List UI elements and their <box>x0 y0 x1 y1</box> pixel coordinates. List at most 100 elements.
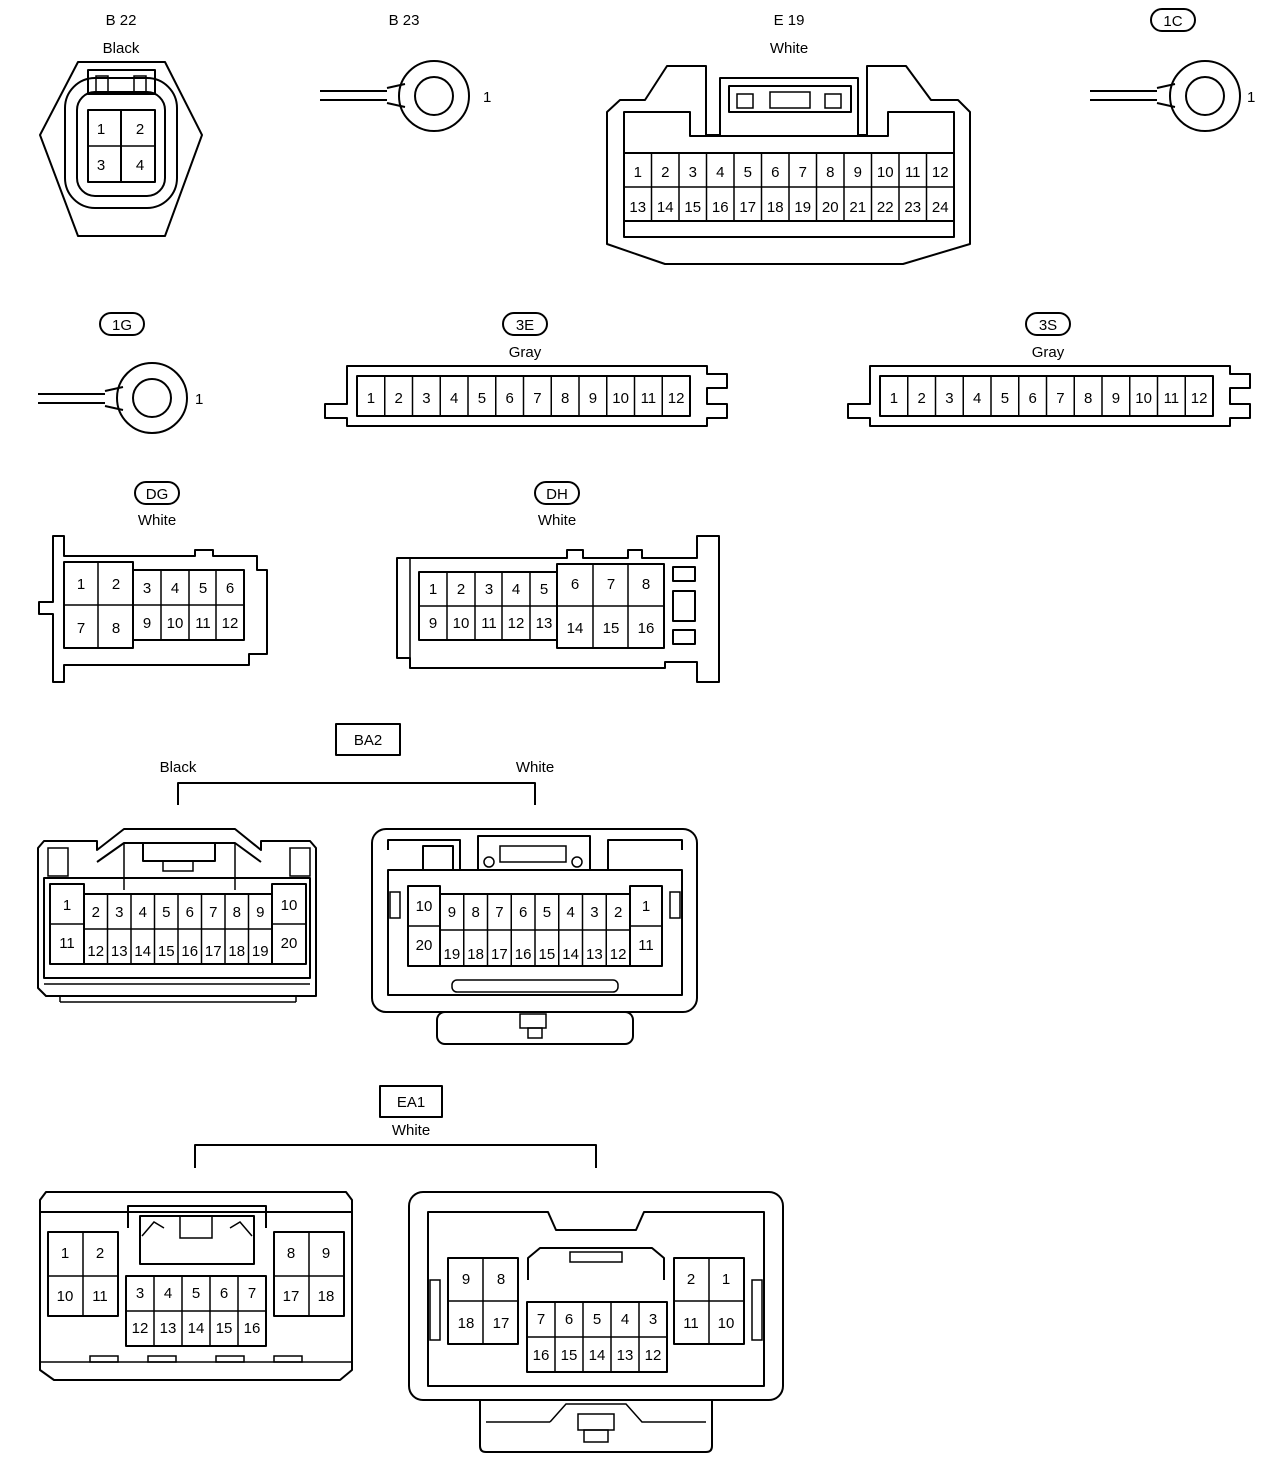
pin-label: 13 <box>629 199 646 216</box>
connector-ba2-right-color: White <box>516 759 554 776</box>
pin-label: 19 <box>252 943 269 960</box>
pin-label: 5 <box>543 904 551 921</box>
connector-dh: DH White 1 2 3 4 5 6 7 8 9 10 11 12 13 1… <box>396 481 720 683</box>
pin-label: 1 <box>634 164 642 181</box>
pin-label: 10 <box>57 1288 74 1305</box>
connector-1g: 1G 1 <box>38 312 203 434</box>
pin-label: 9 <box>854 164 862 181</box>
connector-dg-color: White <box>138 512 176 529</box>
pin-label: 24 <box>932 199 949 216</box>
connector-dg: DG White 1 2 3 4 5 6 7 8 9 10 11 12 <box>38 481 268 683</box>
pin-label: 9 <box>1112 390 1120 407</box>
pin-label: 4 <box>621 1311 629 1328</box>
pin-label: 16 <box>712 199 729 216</box>
connector-e19-code: E 19 <box>774 12 805 29</box>
pin-label: 3 <box>485 581 493 598</box>
connector-e19: E 19 White 11321431541651761871982092110… <box>606 12 971 265</box>
pin-label: 4 <box>450 390 458 407</box>
pin-label: 15 <box>684 199 701 216</box>
pin-label: 12 <box>645 1347 662 1364</box>
pin-label: 19 <box>794 199 811 216</box>
pin-label: 3 <box>945 390 953 407</box>
connector-1c-code: 1C <box>1163 13 1182 30</box>
pin-label: 1 <box>890 390 898 407</box>
pin-label: 4 <box>716 164 724 181</box>
pin-label: 2 <box>687 1271 695 1288</box>
pin-label: 2 <box>136 121 144 138</box>
connector-ba2-code: BA2 <box>354 732 382 749</box>
pin-label: 6 <box>571 576 579 593</box>
pin-label: 9 <box>322 1245 330 1262</box>
pin-label: 2 <box>457 581 465 598</box>
pin-label: 18 <box>767 199 784 216</box>
pin-label: 10 <box>1135 390 1152 407</box>
pin-label: 10 <box>877 164 894 181</box>
connector-ba2: BA2 Black White 111102021231341451561671… <box>37 723 698 1045</box>
pin-label: 2 <box>92 904 100 921</box>
pin-label: 18 <box>467 946 484 963</box>
pin-label: 12 <box>222 615 239 632</box>
pin-label: 5 <box>593 1311 601 1328</box>
pin-label: 5 <box>478 390 486 407</box>
connector-b22: B 22 Black 1 2 3 4 <box>39 12 203 237</box>
pin-label: 12 <box>508 615 525 632</box>
pin-label: 6 <box>226 580 234 597</box>
pin-label: 8 <box>826 164 834 181</box>
pin-label: 20 <box>416 937 433 954</box>
pin-label: 11 <box>59 935 75 952</box>
pin-label: 18 <box>318 1288 335 1305</box>
pin-label: 16 <box>515 946 532 963</box>
pin-label: 4 <box>512 581 520 598</box>
pin-label: 1 <box>195 391 203 408</box>
pin-label: 18 <box>458 1315 475 1332</box>
pin-label: 14 <box>134 943 151 960</box>
pin-label: 13 <box>160 1320 177 1337</box>
pin-label: 11 <box>92 1288 108 1305</box>
pin-label: 3 <box>97 157 105 174</box>
pin-label: 1 <box>642 898 650 915</box>
connector-ea1: EA1 White <box>39 1085 784 1453</box>
pin-label: 6 <box>1028 390 1036 407</box>
pin-label: 12 <box>132 1320 149 1337</box>
pin-label: 9 <box>256 904 264 921</box>
connector-b22-color: Black <box>103 40 140 57</box>
pin-label: 11 <box>905 164 921 181</box>
pin-label: 10 <box>612 390 629 407</box>
pin-label: 5 <box>540 581 548 598</box>
pin-label: 14 <box>589 1347 606 1364</box>
pin-label: 2 <box>614 904 622 921</box>
pin-label: 9 <box>429 615 437 632</box>
pin-label: 8 <box>642 576 650 593</box>
pin-label: 11 <box>481 615 497 632</box>
pin-label: 4 <box>973 390 981 407</box>
pin-label: 4 <box>139 904 147 921</box>
pin-label: 7 <box>248 1285 256 1302</box>
pin-label: 11 <box>638 937 654 954</box>
pin-label: 5 <box>162 904 170 921</box>
pin-label: 3 <box>136 1285 144 1302</box>
pin-label: 7 <box>799 164 807 181</box>
connector-b23: B 23 1 <box>320 12 491 132</box>
connector-3e-color: Gray <box>509 344 542 361</box>
pin-label: 11 <box>641 390 657 407</box>
connector-dg-code: DG <box>146 486 169 503</box>
pin-label: 11 <box>683 1315 699 1332</box>
pin-label: 1 <box>77 576 85 593</box>
pin-label: 15 <box>158 943 175 960</box>
pin-label: 3 <box>590 904 598 921</box>
connector-1g-code: 1G <box>112 317 132 334</box>
pin-label: 15 <box>561 1347 578 1364</box>
pin-label: 1 <box>429 581 437 598</box>
pin-label: 1 <box>63 897 71 914</box>
pin-label: 11 <box>195 615 211 632</box>
connector-ba2-left-color: Black <box>160 759 197 776</box>
pin-label: 7 <box>495 904 503 921</box>
pin-label: 10 <box>453 615 470 632</box>
pin-label: 17 <box>739 199 756 216</box>
connector-dh-code: DH <box>546 486 568 503</box>
pin-label: 12 <box>610 946 627 963</box>
